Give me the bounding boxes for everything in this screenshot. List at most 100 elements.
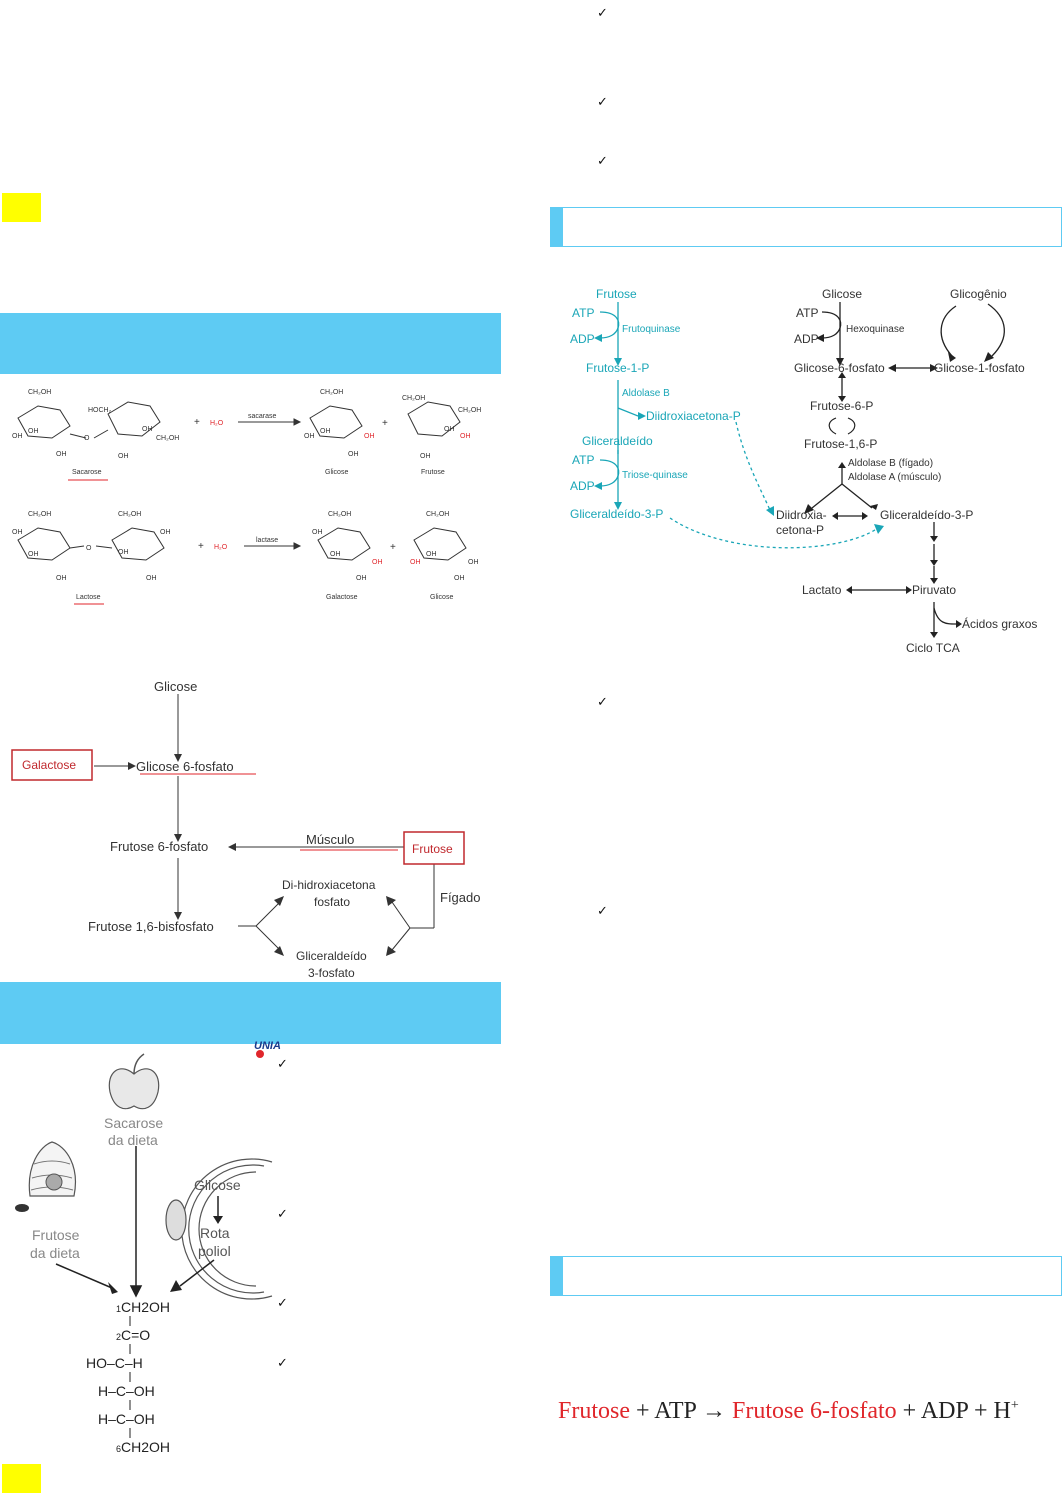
svg-text:OH: OH <box>426 551 437 558</box>
svg-text:CH₂OH: CH₂OH <box>402 395 425 402</box>
svg-text:OH: OH <box>142 426 153 433</box>
svg-text:OH: OH <box>454 575 465 582</box>
svg-text:fosfato: fosfato <box>314 895 350 909</box>
svg-text:OH: OH <box>28 428 39 435</box>
svg-text:Glicose: Glicose <box>325 469 348 476</box>
sacarase-label: sacarase <box>248 413 277 420</box>
frutose-1-6-bisfosfato: Frutose 1,6-bisfosfato <box>88 919 214 934</box>
checkmark-left-4: ✓ <box>277 1356 288 1371</box>
svg-text:3-fosfato: 3-fosfato <box>308 966 355 980</box>
apple-icon <box>108 1053 160 1110</box>
svg-text:Frutose: Frutose <box>596 287 637 301</box>
svg-text:+: + <box>382 418 388 429</box>
lactase-label: lactase <box>256 537 278 544</box>
svg-text:Frutose-6-P: Frutose-6-P <box>810 399 873 413</box>
svg-text:ATP: ATP <box>572 453 594 467</box>
svg-text:OH: OH <box>364 433 375 440</box>
sacarose-label: Sacarose <box>72 469 102 476</box>
checkmark-right-5: ✓ <box>597 904 608 919</box>
logo-dot-icon <box>256 1050 264 1058</box>
section-header-box-1 <box>550 207 1062 247</box>
svg-text:OH: OH <box>312 529 323 536</box>
svg-text:da dieta: da dieta <box>108 1132 158 1148</box>
svg-text:CH₂OH: CH₂OH <box>458 407 481 414</box>
svg-text:Aldolase A (músculo): Aldolase A (músculo) <box>848 472 941 483</box>
glicose-6-fosfato: Glicose 6-fosfato <box>136 759 234 774</box>
svg-text:CH₂OH: CH₂OH <box>328 511 351 518</box>
svg-text:Aldolase B: Aldolase B <box>622 388 670 399</box>
frutose-box-label: Frutose <box>412 842 453 856</box>
checkmark-right-4: ✓ <box>597 695 608 710</box>
svg-text:Frutoquinase: Frutoquinase <box>622 324 681 335</box>
svg-text:OH: OH <box>28 551 39 558</box>
svg-text:Glicose: Glicose <box>194 1177 241 1193</box>
svg-text:OH: OH <box>56 451 67 458</box>
galactose-box-label: Galactose <box>22 758 76 772</box>
section-header-box-2 <box>550 1256 1062 1296</box>
svg-text:Frutose-1,6-P: Frutose-1,6-P <box>804 437 877 451</box>
svg-text:Rota: Rota <box>200 1225 230 1241</box>
svg-text:CH₂OH: CH₂OH <box>28 389 51 396</box>
svg-text:HO–C–H: HO–C–H <box>86 1355 143 1371</box>
checkmark-right-2: ✓ <box>597 95 608 110</box>
svg-text:H₂O: H₂O <box>210 420 224 427</box>
svg-text:Frutose-1-P: Frutose-1-P <box>586 361 649 375</box>
svg-text:+: + <box>198 541 204 552</box>
svg-text:ATP: ATP <box>572 306 594 320</box>
svg-text:OH: OH <box>146 575 157 582</box>
svg-text:Frutose: Frutose <box>421 469 445 476</box>
lactose-label: Lactose <box>76 594 101 601</box>
svg-text:OH: OH <box>118 549 129 556</box>
svg-text:Ácidos graxos: Ácidos graxos <box>962 616 1037 631</box>
svg-text:Triose-quinase: Triose-quinase <box>622 470 688 481</box>
svg-text:CH₂OH: CH₂OH <box>28 511 51 518</box>
svg-text:Gliceraldeído: Gliceraldeído <box>296 949 367 963</box>
svg-text:H–C–OH: H–C–OH <box>98 1411 155 1427</box>
svg-text:OH: OH <box>348 451 359 458</box>
svg-text:OH: OH <box>468 559 479 566</box>
svg-text:CH₂OH: CH₂OH <box>320 389 343 396</box>
checkmark-right-3: ✓ <box>597 154 608 169</box>
svg-text:Galactose: Galactose <box>326 594 358 601</box>
figado-label: Fígado <box>440 890 480 905</box>
svg-text:OH: OH <box>56 575 67 582</box>
svg-text:HOCH₂: HOCH₂ <box>88 407 112 414</box>
svg-text:Glicogênio: Glicogênio <box>950 287 1007 301</box>
beehive-icon <box>15 1141 76 1212</box>
svg-text:O: O <box>86 545 92 552</box>
svg-text:ADP: ADP <box>570 332 595 346</box>
section-banner-1 <box>0 313 501 374</box>
fructose-metabolism-pathway: Frutose ATP ADP Frutoquinase Frutose-1-P… <box>570 287 1037 655</box>
svg-text:H₂O: H₂O <box>214 544 228 551</box>
svg-text:ADP: ADP <box>794 332 819 346</box>
svg-text:O: O <box>84 435 90 442</box>
fructose-phosphorylation-equation: Frutose + ATP → Frutose 6-fosfato + ADP … <box>558 1398 1019 1424</box>
svg-text:Diidroxia-: Diidroxia- <box>776 508 827 522</box>
svg-text:2C=O: 2C=O <box>116 1327 150 1343</box>
checkmark-left-3: ✓ <box>277 1296 288 1311</box>
highlight-marker-bottom <box>2 1464 41 1493</box>
svg-text:OH: OH <box>118 453 129 460</box>
logo-text: UNIA <box>254 1040 281 1052</box>
svg-text:CH₂OH: CH₂OH <box>426 511 449 518</box>
svg-text:OH: OH <box>444 426 455 433</box>
svg-text:OH: OH <box>160 529 171 536</box>
svg-text:Glicose-1-fosfato: Glicose-1-fosfato <box>934 361 1025 375</box>
section-banner-2 <box>0 982 501 1044</box>
svg-text:OH: OH <box>330 551 341 558</box>
svg-text:Gliceraldeído: Gliceraldeído <box>582 434 653 448</box>
svg-text:OH: OH <box>12 433 23 440</box>
highlight-marker-top <box>2 193 41 222</box>
svg-text:Glicose: Glicose <box>430 594 453 601</box>
svg-text:H–C–OH: H–C–OH <box>98 1383 155 1399</box>
checkmark-left-1: ✓ <box>277 1057 288 1072</box>
svg-text:6CH2OH: 6CH2OH <box>116 1439 170 1455</box>
svg-text:1CH2OH: 1CH2OH <box>116 1299 170 1315</box>
svg-text:Piruvato: Piruvato <box>912 583 956 597</box>
svg-text:CH₂OH: CH₂OH <box>156 435 179 442</box>
svg-text:+: + <box>194 417 200 428</box>
musculo-label: Músculo <box>306 832 354 847</box>
svg-text:OH: OH <box>356 575 367 582</box>
eye-icon <box>165 1158 273 1300</box>
